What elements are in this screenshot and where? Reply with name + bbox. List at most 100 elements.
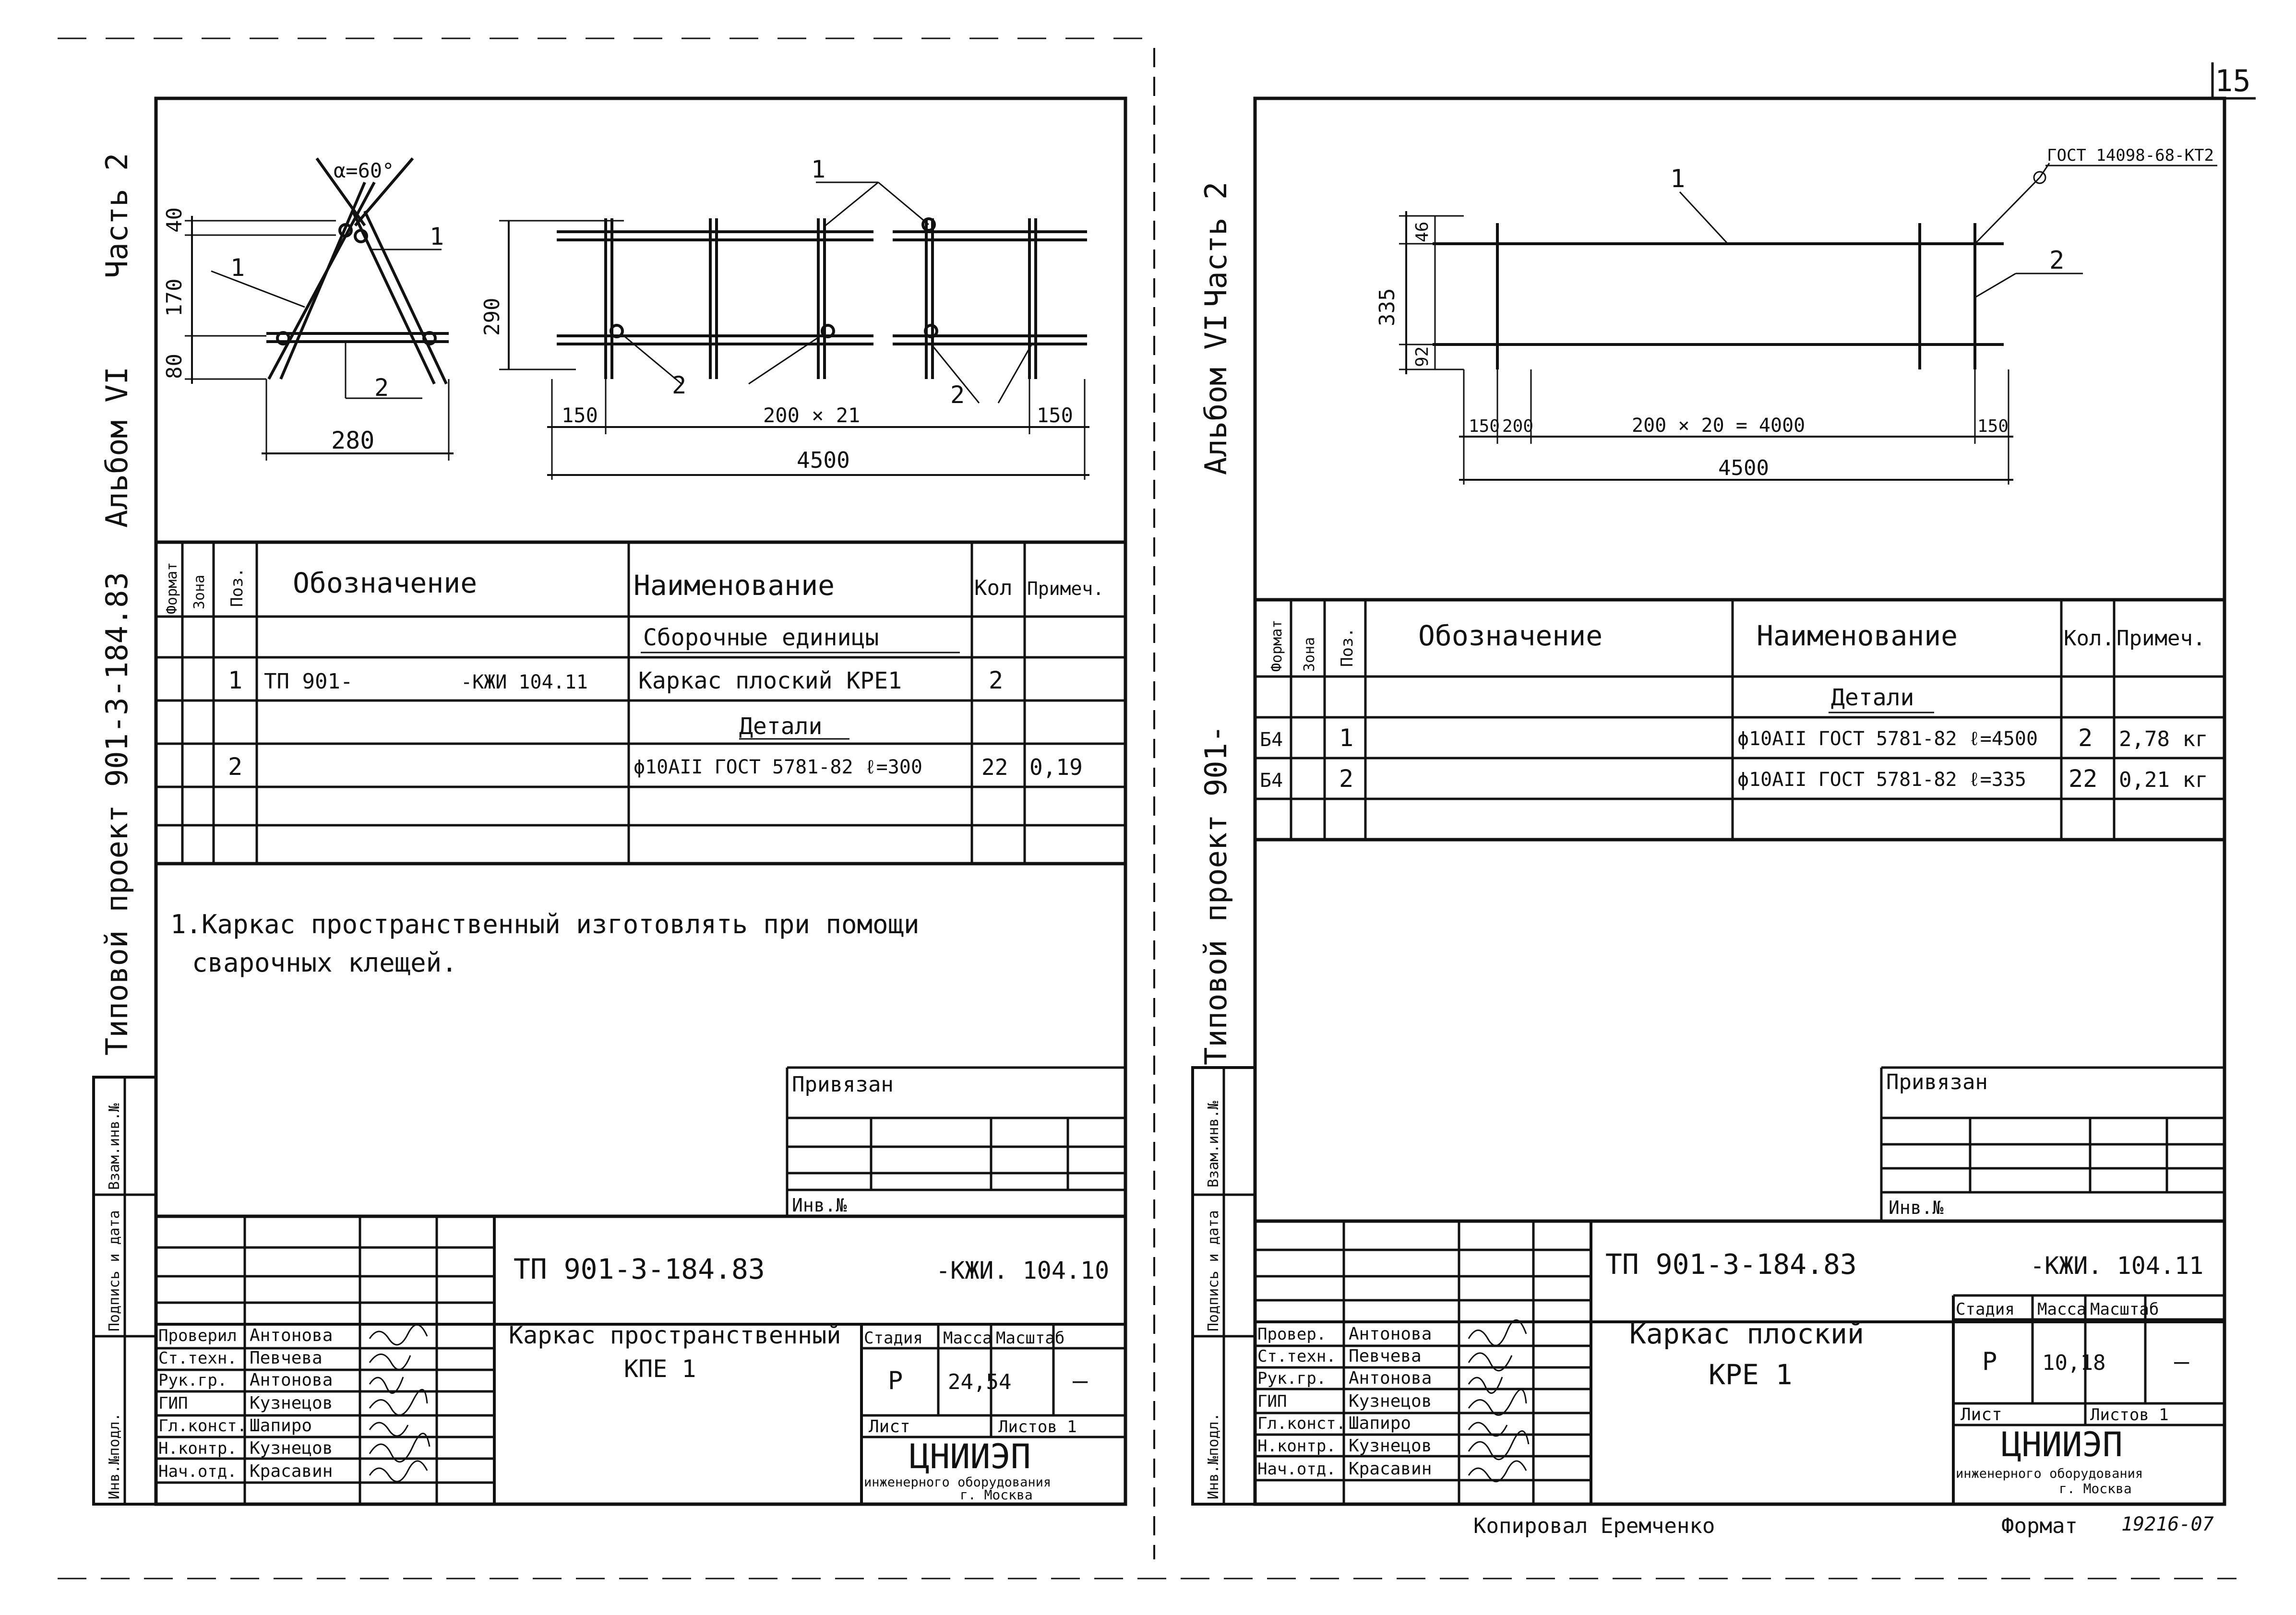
- spec-row2-qty: 22: [981, 754, 1008, 780]
- spec-header-qty-r: Кол.: [2064, 626, 2115, 651]
- privyazan-block-left: [786, 1066, 1125, 1216]
- org-city: г. Москва: [960, 1487, 1033, 1503]
- spec-header-note-r: Примеч.: [2117, 626, 2205, 651]
- dim-170: 170: [162, 279, 187, 317]
- stage-value: Р: [888, 1366, 903, 1395]
- spec-row1-code2: -КЖИ 104.11: [461, 671, 588, 693]
- doc-code-r: ТП 901-3-184.83: [1605, 1248, 1857, 1281]
- spec-header-zone-r: Зона: [1301, 637, 1318, 672]
- person-role: Н.контр.: [1257, 1437, 1336, 1456]
- org-city-r: г. Москва: [2059, 1481, 2132, 1496]
- pos-2-right: 2: [2049, 246, 2064, 275]
- spec-row2-note-r: 0,21 кг: [2119, 768, 2208, 792]
- person-role: Ст.техн.: [1257, 1347, 1336, 1366]
- dim-280: 280: [331, 427, 374, 454]
- privyazan-label-r: Привязан: [1886, 1070, 1988, 1094]
- side-part: Часть 2: [99, 153, 134, 278]
- person-role: Гл.конст.: [1257, 1414, 1346, 1433]
- pos-1-right-triangle: 1: [430, 223, 444, 250]
- title-name-line2: КПЕ 1: [624, 1355, 696, 1383]
- dim-290: 290: [480, 298, 504, 336]
- side-part-r: Часть 2: [1198, 182, 1233, 307]
- flat-frame-drawing: [1399, 163, 2217, 485]
- side-project: Типовой проект 901-3-184.83: [99, 572, 134, 1056]
- footer-format-number: 19216-07: [2121, 1513, 2214, 1535]
- person-role: Нач.отд.: [158, 1462, 237, 1481]
- footer-copied: Копировал Еремченко: [1473, 1514, 1715, 1538]
- pos-2-elevation-b: 2: [950, 381, 965, 409]
- person-role: ГИП: [158, 1394, 188, 1413]
- inv-no-label-r: Инв.№: [1889, 1197, 1944, 1218]
- side-podpis: Подпись и дата: [106, 1210, 123, 1331]
- listov-label-r: Листов 1: [2090, 1405, 2169, 1425]
- pos-1-elevation: 1: [811, 155, 825, 183]
- list-label: Лист: [869, 1417, 910, 1437]
- spec-row2-name: ϕ10AII ГОСТ 5781-82 ℓ=300: [634, 756, 922, 778]
- title-block-right: [1255, 1219, 2224, 1504]
- dim-200x21: 200 × 21: [763, 404, 860, 427]
- doc-suffix-r: -КЖИ. 104.11: [2030, 1252, 2203, 1280]
- side-album: Альбом VI: [99, 367, 134, 528]
- person-name: Певчева: [250, 1348, 323, 1368]
- scale-header-r: Масштаб: [2090, 1300, 2159, 1319]
- spec-row2-qty-r: 22: [2069, 765, 2097, 793]
- note-line-1: 1.Каркас пространственный изготовлять пр…: [170, 909, 920, 939]
- spec-row1-name-r: ϕ10AII ГОСТ 5781-82 ℓ=4500: [1737, 728, 2038, 750]
- side-inv-vzam-r: Взам.инв.№: [1205, 1101, 1222, 1188]
- scale-header: Масштаб: [996, 1329, 1064, 1348]
- dim-150-left: 150: [562, 404, 598, 427]
- dim-335: 335: [1375, 288, 1399, 326]
- pos-1-left-triangle: 1: [230, 254, 245, 282]
- dim-40: 40: [162, 207, 187, 233]
- side-project-r: Типовой проект 901-: [1198, 725, 1233, 1065]
- people-list-left: Проверил Антонова Ст.техн. Певчева Рук.г…: [158, 1326, 333, 1481]
- pos-2-triangle: 2: [374, 374, 389, 402]
- people-list-right: Провер. Антонова Ст.техн. Певчева Рук.гр…: [1257, 1324, 1432, 1479]
- scale-value: –: [1073, 1366, 1088, 1395]
- spec-row1-pos-r: 1: [1339, 724, 1353, 752]
- mass-header-r: Масса: [2037, 1300, 2086, 1319]
- mass-value-r: 10,18: [2042, 1351, 2105, 1375]
- side-inv-vzam: Взам.инв.№: [106, 1103, 123, 1190]
- dim-150-right: 150: [1037, 404, 1073, 427]
- triangle-section-drawing: [185, 157, 624, 461]
- dim-150-right-r: 150: [1977, 416, 2009, 436]
- org-sub-r: инженерного оборудования: [1956, 1466, 2143, 1481]
- spec-row2-fmt-r: Б4: [1260, 770, 1283, 792]
- dim-200-r: 200: [1502, 416, 1533, 436]
- person-role: Ст.техн.: [158, 1349, 237, 1368]
- person-name: Шапиро: [250, 1416, 312, 1436]
- person-role: Провер.: [1257, 1325, 1326, 1344]
- privyazan-block-right: [1880, 1066, 2224, 1221]
- pos-1-right: 1: [1670, 165, 1685, 193]
- person-name: Антонова: [250, 1370, 333, 1390]
- person-name: Певчева: [1349, 1346, 1422, 1366]
- stage-header: Стадия: [864, 1329, 923, 1348]
- privyazan-label: Привязан: [792, 1072, 894, 1097]
- org-sub: инженерного оборудования: [864, 1475, 1051, 1490]
- person-name: Антонова: [1349, 1368, 1432, 1388]
- person-name: Кузнецов: [1349, 1436, 1432, 1456]
- spec-header-name: Наименование: [634, 569, 835, 602]
- person-role: Гл.конст.: [158, 1416, 247, 1436]
- note-line-2: сварочных клещей.: [192, 948, 457, 978]
- angle-label: α=60°: [334, 159, 394, 182]
- title-name-line1: Каркас пространственный: [509, 1321, 841, 1349]
- dim-4500-r: 4500: [1718, 456, 1769, 480]
- spec-section-details: Детали: [739, 713, 822, 740]
- dim-80: 80: [162, 354, 187, 379]
- spec-row1-note-r: 2,78 кг: [2119, 727, 2208, 751]
- doc-suffix: -КЖИ. 104.10: [936, 1257, 1109, 1284]
- spec-row1-fmt-r: Б4: [1260, 729, 1283, 751]
- person-name: Кузнецов: [1349, 1391, 1432, 1411]
- spec-row2-pos-r: 2: [1339, 765, 1353, 793]
- org-name: ЦНИИЭП: [909, 1437, 1031, 1476]
- person-role: ГИП: [1257, 1392, 1287, 1411]
- spec-section-assembly: Сборочные единицы: [643, 624, 879, 651]
- signature-marks-left: [369, 1324, 430, 1483]
- person-name: Антонова: [250, 1326, 333, 1345]
- person-name: Красавин: [250, 1461, 333, 1481]
- spec-header-format-r: Формат: [1268, 620, 1285, 672]
- person-name: Антонова: [1349, 1324, 1432, 1344]
